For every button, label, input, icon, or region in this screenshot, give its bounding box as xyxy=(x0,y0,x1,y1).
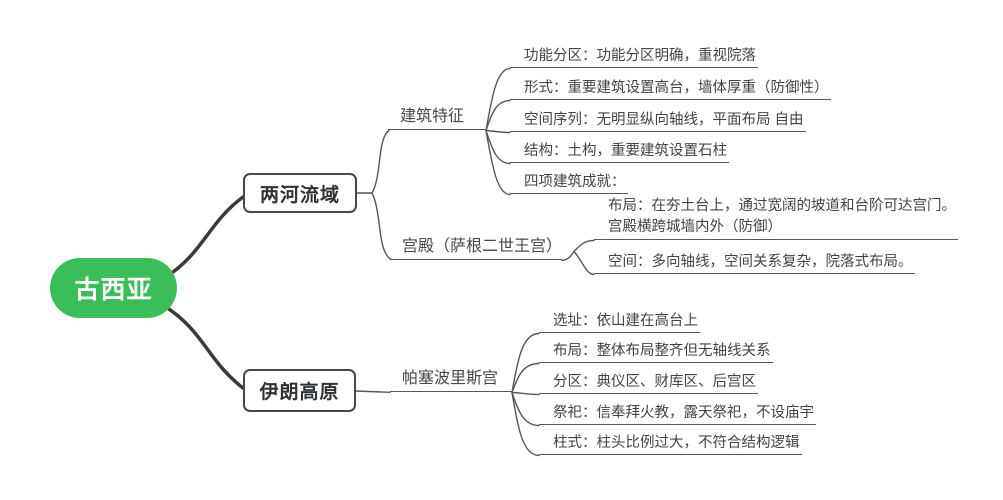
branch-node-iran[interactable]: 伊朗高原 xyxy=(243,369,356,412)
node-persepolis-palace[interactable]: 帕塞波里斯宫 xyxy=(390,368,512,392)
leaf-functional-zoning[interactable]: 功能分区：功能分区明确，重视院落 xyxy=(510,46,758,68)
connector-to-features xyxy=(371,129,390,194)
connector-features-l4 xyxy=(485,129,511,196)
connector-iran-stub xyxy=(355,390,391,393)
branch-label: 两河流域 xyxy=(259,184,340,206)
connector-to-palace xyxy=(371,192,392,261)
connector-persepolis-l1 xyxy=(511,362,540,394)
connector-palace-l0 xyxy=(573,239,595,253)
leaf-palace-layout[interactable]: 布局：在夯土台上，通过宽阔的坡道和台阶可达宫门。 宫殿横跨城墙内外（防御） xyxy=(594,196,958,240)
leaf-four-achievements[interactable]: 四项建筑成就： xyxy=(510,172,628,194)
connector-persepolis-l3 xyxy=(511,391,540,427)
connector-features-l0 xyxy=(485,67,511,132)
connector-palace-vertex xyxy=(561,250,575,262)
root-node-guxiya[interactable]: 古西亚 xyxy=(50,258,177,318)
node-architectural-features[interactable]: 建筑特征 xyxy=(388,106,487,130)
root-label: 古西亚 xyxy=(74,276,153,304)
leaf-zoning[interactable]: 分区：典仪区、财库区、后宫区 xyxy=(539,372,758,394)
connector-features-l2 xyxy=(485,129,511,134)
leaf-form[interactable]: 形式：重要建筑设置高台，墙体厚重（防御性） xyxy=(510,78,831,100)
leaf-site-selection[interactable]: 选址：依山建在高台上 xyxy=(539,311,700,333)
leaf-worship[interactable]: 祭祀：信奉拜火教，露天祭祀，不设庙宇 xyxy=(539,403,816,425)
connector-palace-l1 xyxy=(573,250,595,276)
connector-persepolis-l0 xyxy=(511,332,540,394)
leaf-column-order[interactable]: 柱式：柱头比例过大，不符合结构逻辑 xyxy=(539,433,802,455)
connector-persepolis-l2 xyxy=(511,391,540,396)
leaf-palace-space[interactable]: 空间：多向轴线，空间关系复杂，院落式布局。 xyxy=(594,252,915,274)
leaf-overall-layout[interactable]: 布局：整体布局整齐但无轴线关系 xyxy=(539,341,773,363)
connector-root-iran xyxy=(164,305,245,390)
node-palace-sargon[interactable]: 宫殿（萨根二世王宫） xyxy=(390,236,562,260)
connector-persepolis-l4 xyxy=(511,391,540,457)
branch-node-mesopotamia[interactable]: 两河流域 xyxy=(243,173,357,213)
leaf-spatial-sequence[interactable]: 空间序列：无明显纵向轴线，平面布局 自由 xyxy=(510,110,806,132)
leaf-structure[interactable]: 结构：土构，重要建筑设置石柱 xyxy=(510,141,729,163)
connector-features-l1 xyxy=(485,99,511,132)
connector-root-mesopotamia xyxy=(164,195,245,279)
branch-label: 伊朗高原 xyxy=(259,382,340,403)
